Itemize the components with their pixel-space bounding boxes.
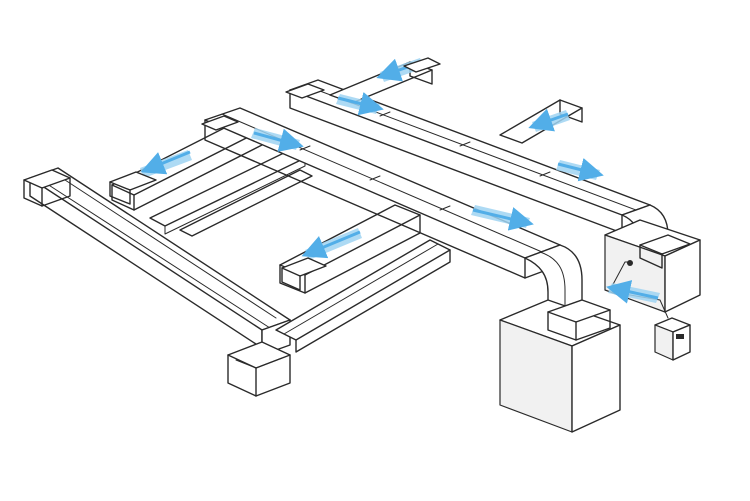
register-icon [281,257,327,277]
left-trunk-duct [23,167,291,349]
airflow-arrow-icon [301,230,361,259]
lower-return-duct [275,239,451,353]
airflow-arrow-icon [337,91,384,116]
thermostat-icon [654,317,691,361]
supply-registers [109,57,441,291]
register-icon [285,83,325,99]
air-handler-unit-icon [499,299,621,433]
airflow-arrows [140,58,660,304]
airflow-arrow-icon [606,280,659,304]
airflow-arrow-icon [140,150,191,175]
bottom-drop-duct [227,319,291,397]
airflow-arrow-icon [253,128,304,152]
register-icon [201,115,239,131]
airflow-arrow-icon [472,207,534,231]
register-icon [109,171,157,191]
register-icon [403,57,441,73]
airflow-arrow-icon [528,108,569,132]
airflow-arrow-icon [557,157,604,182]
